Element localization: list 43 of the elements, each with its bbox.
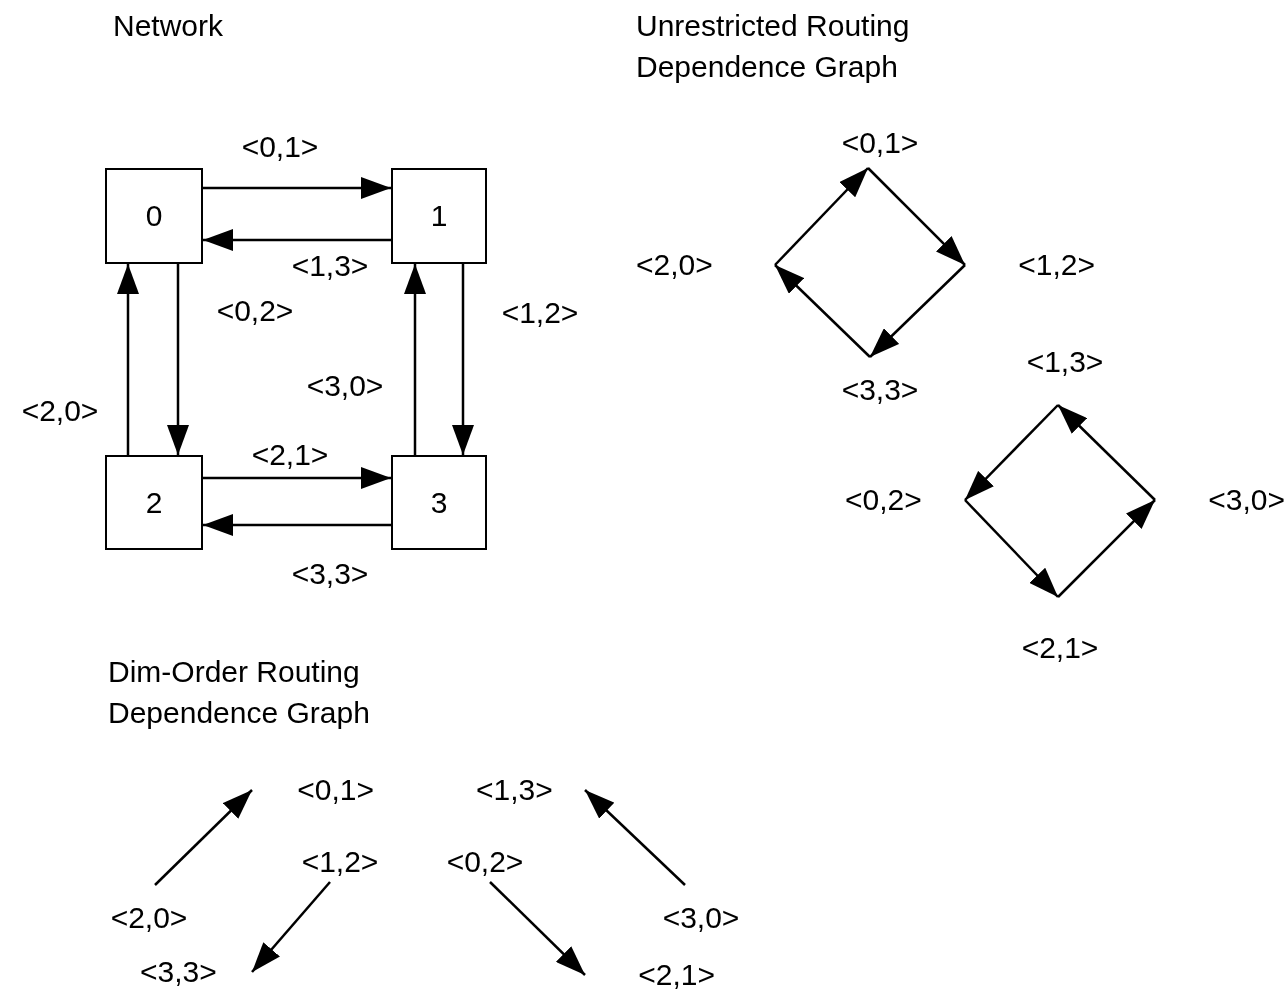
arrow	[869, 264, 966, 358]
arrow	[203, 467, 391, 489]
node-label: <0,2>	[845, 480, 965, 520]
arrow	[774, 264, 871, 358]
arrow	[774, 167, 869, 266]
arrow	[251, 881, 331, 973]
node-label: <0,2>	[432, 842, 538, 882]
arrow	[1057, 404, 1156, 501]
arrow	[117, 264, 139, 455]
arrow	[489, 881, 586, 976]
arrow	[964, 499, 1059, 598]
node-label: <1,3>	[476, 770, 585, 810]
panel-title: Dim-Order Routing Dependence Graph	[108, 654, 371, 731]
arrow	[404, 264, 426, 455]
node-label: <3,3>	[825, 357, 935, 407]
arrow	[154, 789, 253, 886]
arrow	[203, 514, 391, 536]
node-label: <2,1>	[1005, 597, 1115, 665]
arrow	[584, 789, 686, 886]
node-box: 3	[391, 455, 487, 550]
node-label: <1,2>	[288, 842, 392, 882]
node-label: <2,1>	[585, 955, 715, 995]
node-label: <1,3>	[1010, 345, 1120, 405]
node-box: 0	[105, 168, 203, 264]
arrow	[203, 229, 391, 251]
node-label: <0,1>	[825, 126, 935, 168]
node-label: <0,1>	[252, 770, 374, 810]
node-label: <3,0>	[645, 885, 757, 935]
panel-title: Unrestricted Routing Dependence Graph	[636, 8, 911, 85]
arrow	[167, 264, 189, 455]
node-label: <2,0>	[93, 885, 205, 935]
node-label: <2,0>	[636, 245, 775, 285]
arrow	[452, 264, 474, 455]
arrow	[203, 177, 391, 199]
arrow	[867, 167, 966, 266]
node-box: 1	[391, 168, 487, 264]
panel-title: Network	[113, 8, 225, 44]
node-label: <3,0>	[1155, 480, 1285, 520]
node-box: 2	[105, 455, 203, 550]
node-label: <3,3>	[140, 952, 252, 992]
node-label: <1,2>	[965, 245, 1095, 285]
arrow	[1057, 499, 1156, 598]
arrow	[964, 404, 1059, 501]
